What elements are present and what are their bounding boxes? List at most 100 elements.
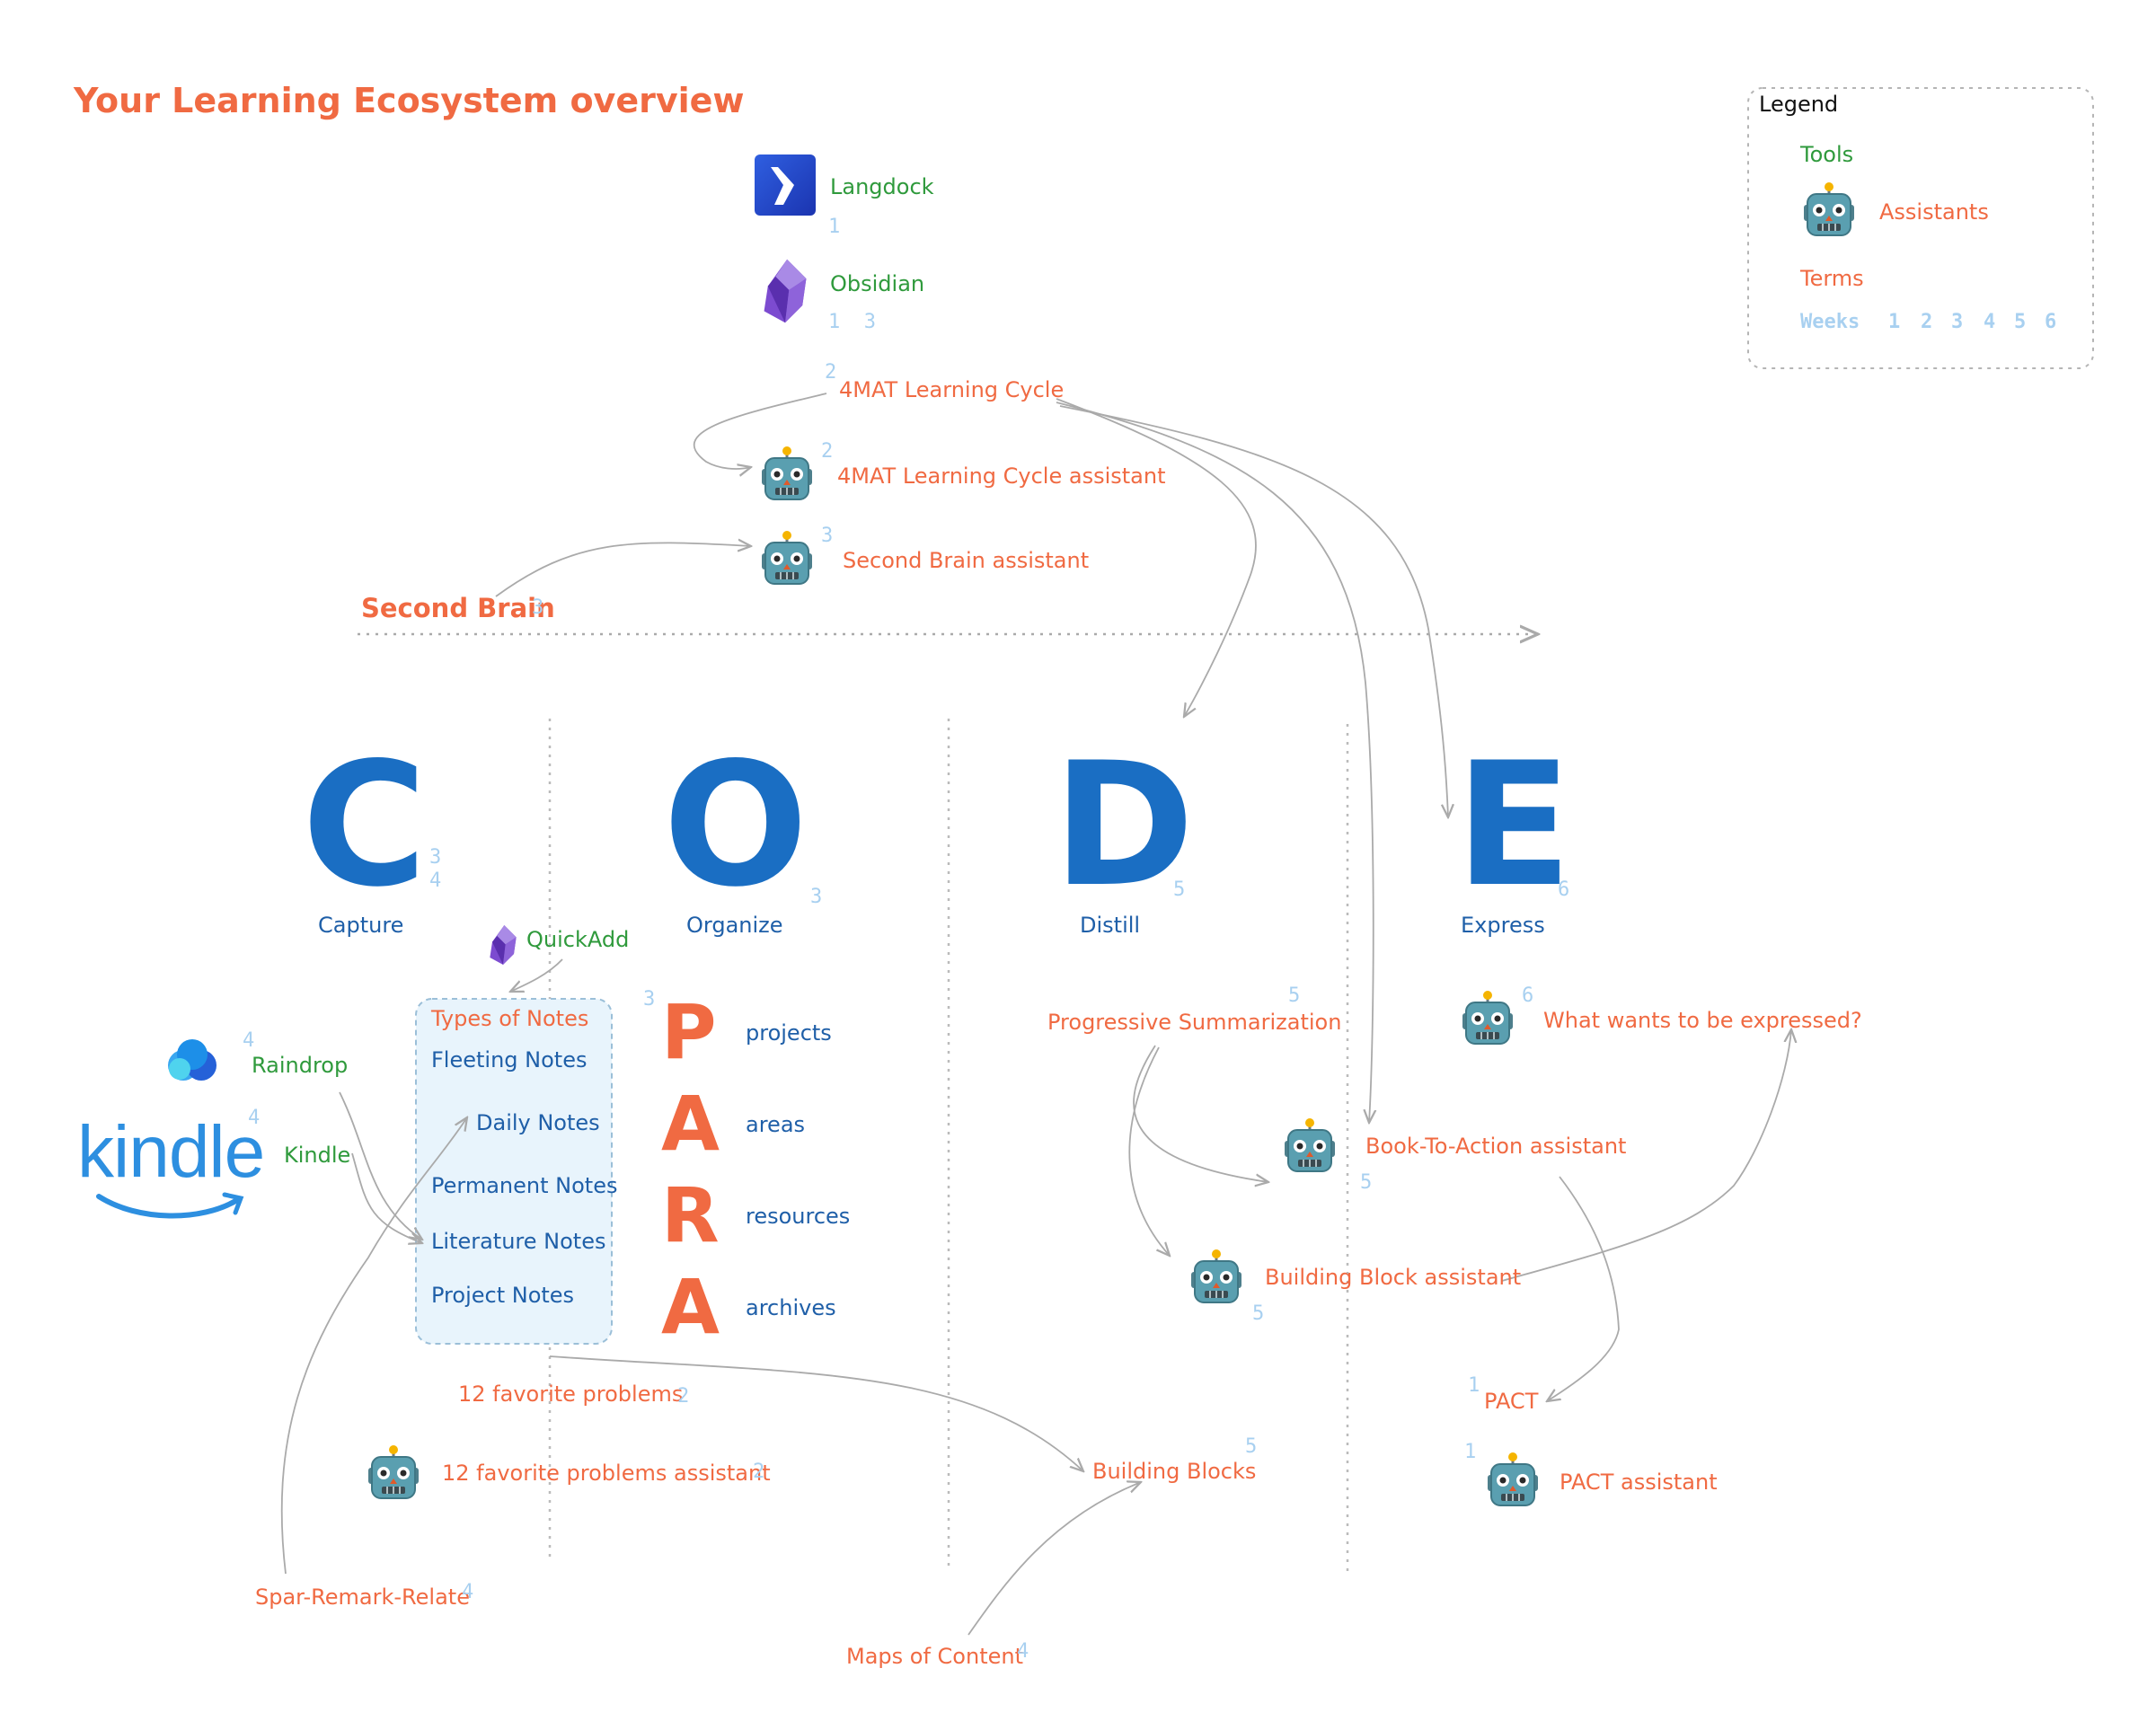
fourmat-term: 4MAT Learning Cycle: [839, 377, 1065, 402]
edge-notes-blocks: [549, 1355, 1083, 1471]
spar-weeks: 4: [462, 1581, 474, 1603]
note-type-item: Permanent Notes: [431, 1173, 618, 1198]
raindrop-weeks: 4: [243, 1029, 255, 1052]
kindle-logo: kindle: [77, 1111, 265, 1193]
note-type-item: Fleeting Notes: [431, 1047, 588, 1072]
legend-terms: Terms: [1800, 266, 1864, 291]
edge-quickadd-notes: [510, 958, 563, 992]
edge-4mat-book: [1056, 402, 1374, 1123]
kindle-weeks: 4: [248, 1107, 261, 1129]
edge-building-expressed: [1501, 1029, 1791, 1282]
robot-icon: [367, 1444, 420, 1502]
legend-weeks-label: Weeks: [1800, 311, 1860, 333]
organize-weeks: 3: [810, 886, 823, 908]
pact-weeks: 1: [1468, 1374, 1480, 1397]
raindrop-icon: [163, 1037, 221, 1083]
favorite-problems-term: 12 favorite problems: [458, 1381, 684, 1407]
code-letter-o: O: [663, 726, 808, 924]
legend-week-2: 2: [1921, 311, 1933, 333]
langdock-label: Langdock: [830, 174, 934, 199]
book-to-action-weeks: 5: [1360, 1171, 1373, 1194]
edge-spar-daily: [280, 1117, 467, 1575]
legend-week-6: 6: [2045, 311, 2057, 333]
favorite-problems-assistant: 12 favorite problems assistant: [442, 1461, 771, 1486]
expressed-assistant-weeks: 6: [1522, 984, 1534, 1007]
moc-weeks: 4: [1017, 1640, 1029, 1663]
robot-icon: [1461, 990, 1515, 1047]
spar-term: Spar-Remark-Relate: [255, 1584, 470, 1610]
building-block-assistant: Building Block assistant: [1265, 1265, 1522, 1290]
express-label: Express: [1461, 913, 1545, 938]
second-brain-term: Second Brain: [361, 593, 555, 623]
edge-book-pact: [1547, 1176, 1620, 1401]
pact-assistant: PACT assistant: [1560, 1470, 1718, 1495]
para-letter-a: A: [661, 1080, 720, 1168]
robot-icon: [760, 446, 814, 503]
distill-weeks: 5: [1173, 878, 1186, 901]
edge-4mat-express: [1059, 405, 1448, 817]
organize-label: Organize: [686, 913, 783, 938]
second-brain-assistant: Second Brain assistant: [843, 548, 1090, 573]
second-brain-assistant-weeks: 3: [821, 525, 834, 547]
obsidian-icon: [756, 253, 814, 329]
edge-ps-building: [1128, 1046, 1170, 1256]
para-letter-r: R: [661, 1171, 720, 1259]
para-areas: areas: [746, 1112, 806, 1137]
robot-icon: [1283, 1117, 1337, 1175]
edge-kindle-literature: [351, 1152, 422, 1243]
capture-label: Capture: [318, 913, 404, 938]
kindle-label: Kindle: [284, 1143, 351, 1168]
quickadd-label: QuickAdd: [526, 927, 630, 952]
building-blocks-term: Building Blocks: [1092, 1459, 1257, 1484]
langdock-icon: [755, 154, 816, 216]
legend-week-1: 1: [1888, 311, 1901, 333]
edge-ps-book: [1133, 1045, 1268, 1182]
code-letter-d: D: [1053, 726, 1195, 924]
legend-week-4: 4: [1984, 311, 1996, 333]
edge-4mat-assistant: [693, 393, 827, 469]
obsidian-label: Obsidian: [830, 271, 925, 296]
para-archives: archives: [746, 1295, 836, 1320]
obsidian-weeks: 1 3: [828, 311, 876, 333]
edge-moc-blocks: [968, 1482, 1141, 1636]
notes-box-frame: [415, 998, 613, 1345]
legend-week-3: 3: [1951, 311, 1964, 333]
legend-week-5: 5: [2014, 311, 2027, 333]
para-projects: projects: [746, 1020, 832, 1046]
obsidian-icon: [485, 922, 521, 968]
note-type-item: Literature Notes: [431, 1229, 606, 1254]
para-letter-a2: A: [661, 1263, 720, 1351]
note-type-item: Daily Notes: [476, 1110, 600, 1135]
legend-tools: Tools: [1800, 142, 1854, 167]
code-letter-c: C: [302, 726, 428, 924]
building-blocks-weeks: 5: [1245, 1435, 1258, 1458]
para-letter-p: P: [661, 988, 717, 1076]
robot-icon: [1486, 1452, 1540, 1509]
expressed-assistant: What wants to be expressed?: [1543, 1008, 1862, 1033]
legend-title: Legend: [1759, 92, 1839, 117]
robot-icon: [1189, 1249, 1243, 1306]
note-type-item: Project Notes: [431, 1283, 575, 1308]
raindrop-label: Raindrop: [252, 1053, 349, 1078]
pact-assistant-weeks: 1: [1464, 1441, 1477, 1463]
robot-icon: [1802, 181, 1856, 239]
notes-weeks: 3: [643, 988, 656, 1011]
moc-term: Maps of Content: [846, 1644, 1023, 1669]
amazon-smile-icon: [96, 1192, 244, 1219]
distill-label: Distill: [1080, 913, 1141, 938]
code-letter-e: E: [1455, 726, 1572, 924]
express-weeks: 6: [1558, 878, 1570, 901]
building-block-assistant-weeks: 5: [1252, 1302, 1265, 1325]
edge-4mat-distill: [1056, 398, 1257, 717]
favorite-problems-weeks: 2: [677, 1385, 690, 1408]
robot-icon: [760, 530, 814, 587]
favorite-problems-assistant-weeks: 2: [753, 1461, 765, 1483]
book-to-action-assistant: Book-To-Action assistant: [1365, 1134, 1627, 1159]
edge-second-brain-assistant: [495, 543, 751, 597]
edge-raindrop-literature: [339, 1091, 422, 1240]
capture-weeks: 3 4: [429, 846, 442, 892]
fourmat-assistant: 4MAT Learning Cycle assistant: [837, 463, 1166, 489]
fourmat-assistant-weeks: 2: [821, 440, 834, 463]
notes-box-title: Types of Notes: [431, 1006, 589, 1031]
